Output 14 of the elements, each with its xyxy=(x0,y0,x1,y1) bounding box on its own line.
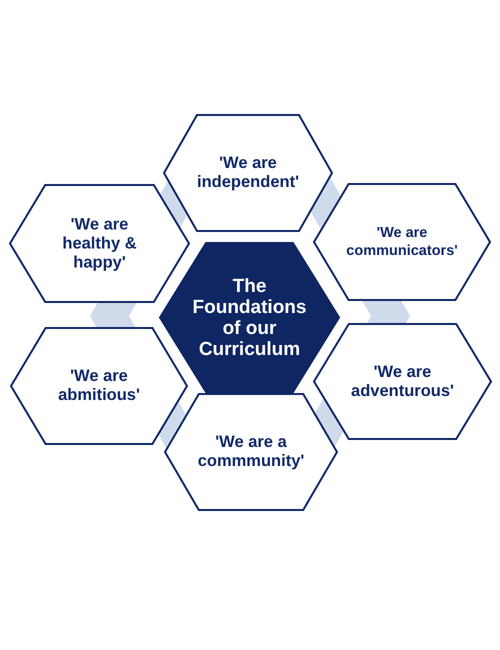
value-statement: 'We are abmitious' xyxy=(57,367,141,405)
center-hexagon xyxy=(159,242,340,393)
value-statement: 'We are adventurous' xyxy=(350,362,455,400)
hexagon xyxy=(313,323,492,440)
hexagon xyxy=(9,184,190,303)
hexagon xyxy=(313,183,491,301)
value-statement: 'We are healthy & happy' xyxy=(61,215,138,272)
center-title: The Foundations of our Curriculum xyxy=(192,276,308,360)
hexagon xyxy=(164,393,338,511)
value-statement: 'We are communicators' xyxy=(345,224,459,260)
hexagon xyxy=(10,327,188,445)
value-statement: 'We are independent' xyxy=(196,154,300,192)
value-statement: 'We are a commmunity' xyxy=(196,433,306,471)
hexagon xyxy=(163,114,333,232)
